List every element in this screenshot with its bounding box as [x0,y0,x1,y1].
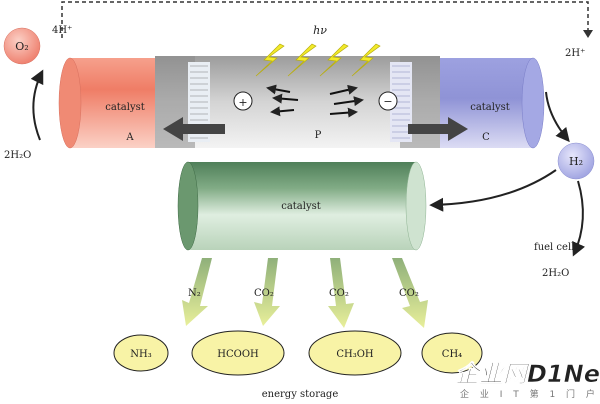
minus-label: − [383,95,392,108]
h2-to-fuel-cell-arrow [572,180,586,257]
product-arrows [182,258,428,328]
ch3oh-label: CH₃OH [336,349,374,360]
co2-label-2: CO₂ [329,288,349,299]
plus-charge [233,91,253,111]
sunlight-bolts [255,43,381,77]
co2-label-1: CO₂ [254,288,274,299]
arrow-to-cathode [408,117,468,141]
o2-bubble [3,27,41,65]
fuel-cell-label: fuel cell [534,242,574,253]
watermark-brand: 企业网D1Net [455,360,600,388]
n2-label: N₂ [188,288,201,299]
nh3-bubble [113,334,169,372]
catalyst-a-label: catalyst [105,102,145,113]
proton-path [61,1,589,38]
ch3oh-bubble [308,330,402,376]
charge-transfer-arrows [266,84,364,118]
letter-a: A [125,132,134,143]
hplus-to-h2-arrow [545,91,570,143]
proton-path-arrowhead [583,30,593,38]
h2-bubble [557,142,595,180]
hv-label: hν [313,24,327,37]
energy-storage-label: energy storage [262,389,339,400]
water-right-label: 2H₂O [542,268,569,279]
watermark: 企业网D1Net 企 业 I T 第 1 门 户 [455,360,600,400]
h2-to-storage-arrow [429,169,557,212]
letter-c: C [482,132,490,143]
minus-charge [378,91,398,111]
o2-label: O₂ [15,40,28,53]
catalyst-storage-label: catalyst [281,201,321,212]
ch4-bubble [421,332,483,374]
storage-cylinder [177,161,427,251]
hcooh-bubble [191,330,285,376]
nanowire-texture-right [392,65,410,139]
plus-label: + [238,96,247,109]
ch4-label: CH₄ [442,349,462,360]
catalyst-c-label: catalyst [470,102,510,113]
nh3-label: NH₃ [130,349,151,360]
water-to-o2-arrow [30,69,44,141]
four-h-plus-label: 4H⁺ [52,25,72,36]
letter-p: P [315,130,322,141]
h2-label: H₂ [569,155,583,168]
hcooh-label: HCOOH [217,349,259,360]
co2-label-3: CO₂ [399,288,419,299]
water-left-label: 2H₂O [4,150,31,161]
two-h-plus-label: 2H⁺ [565,48,585,59]
watermark-tagline: 企 业 I T 第 1 门 户 [460,388,599,400]
arrow-to-anode [163,117,225,141]
